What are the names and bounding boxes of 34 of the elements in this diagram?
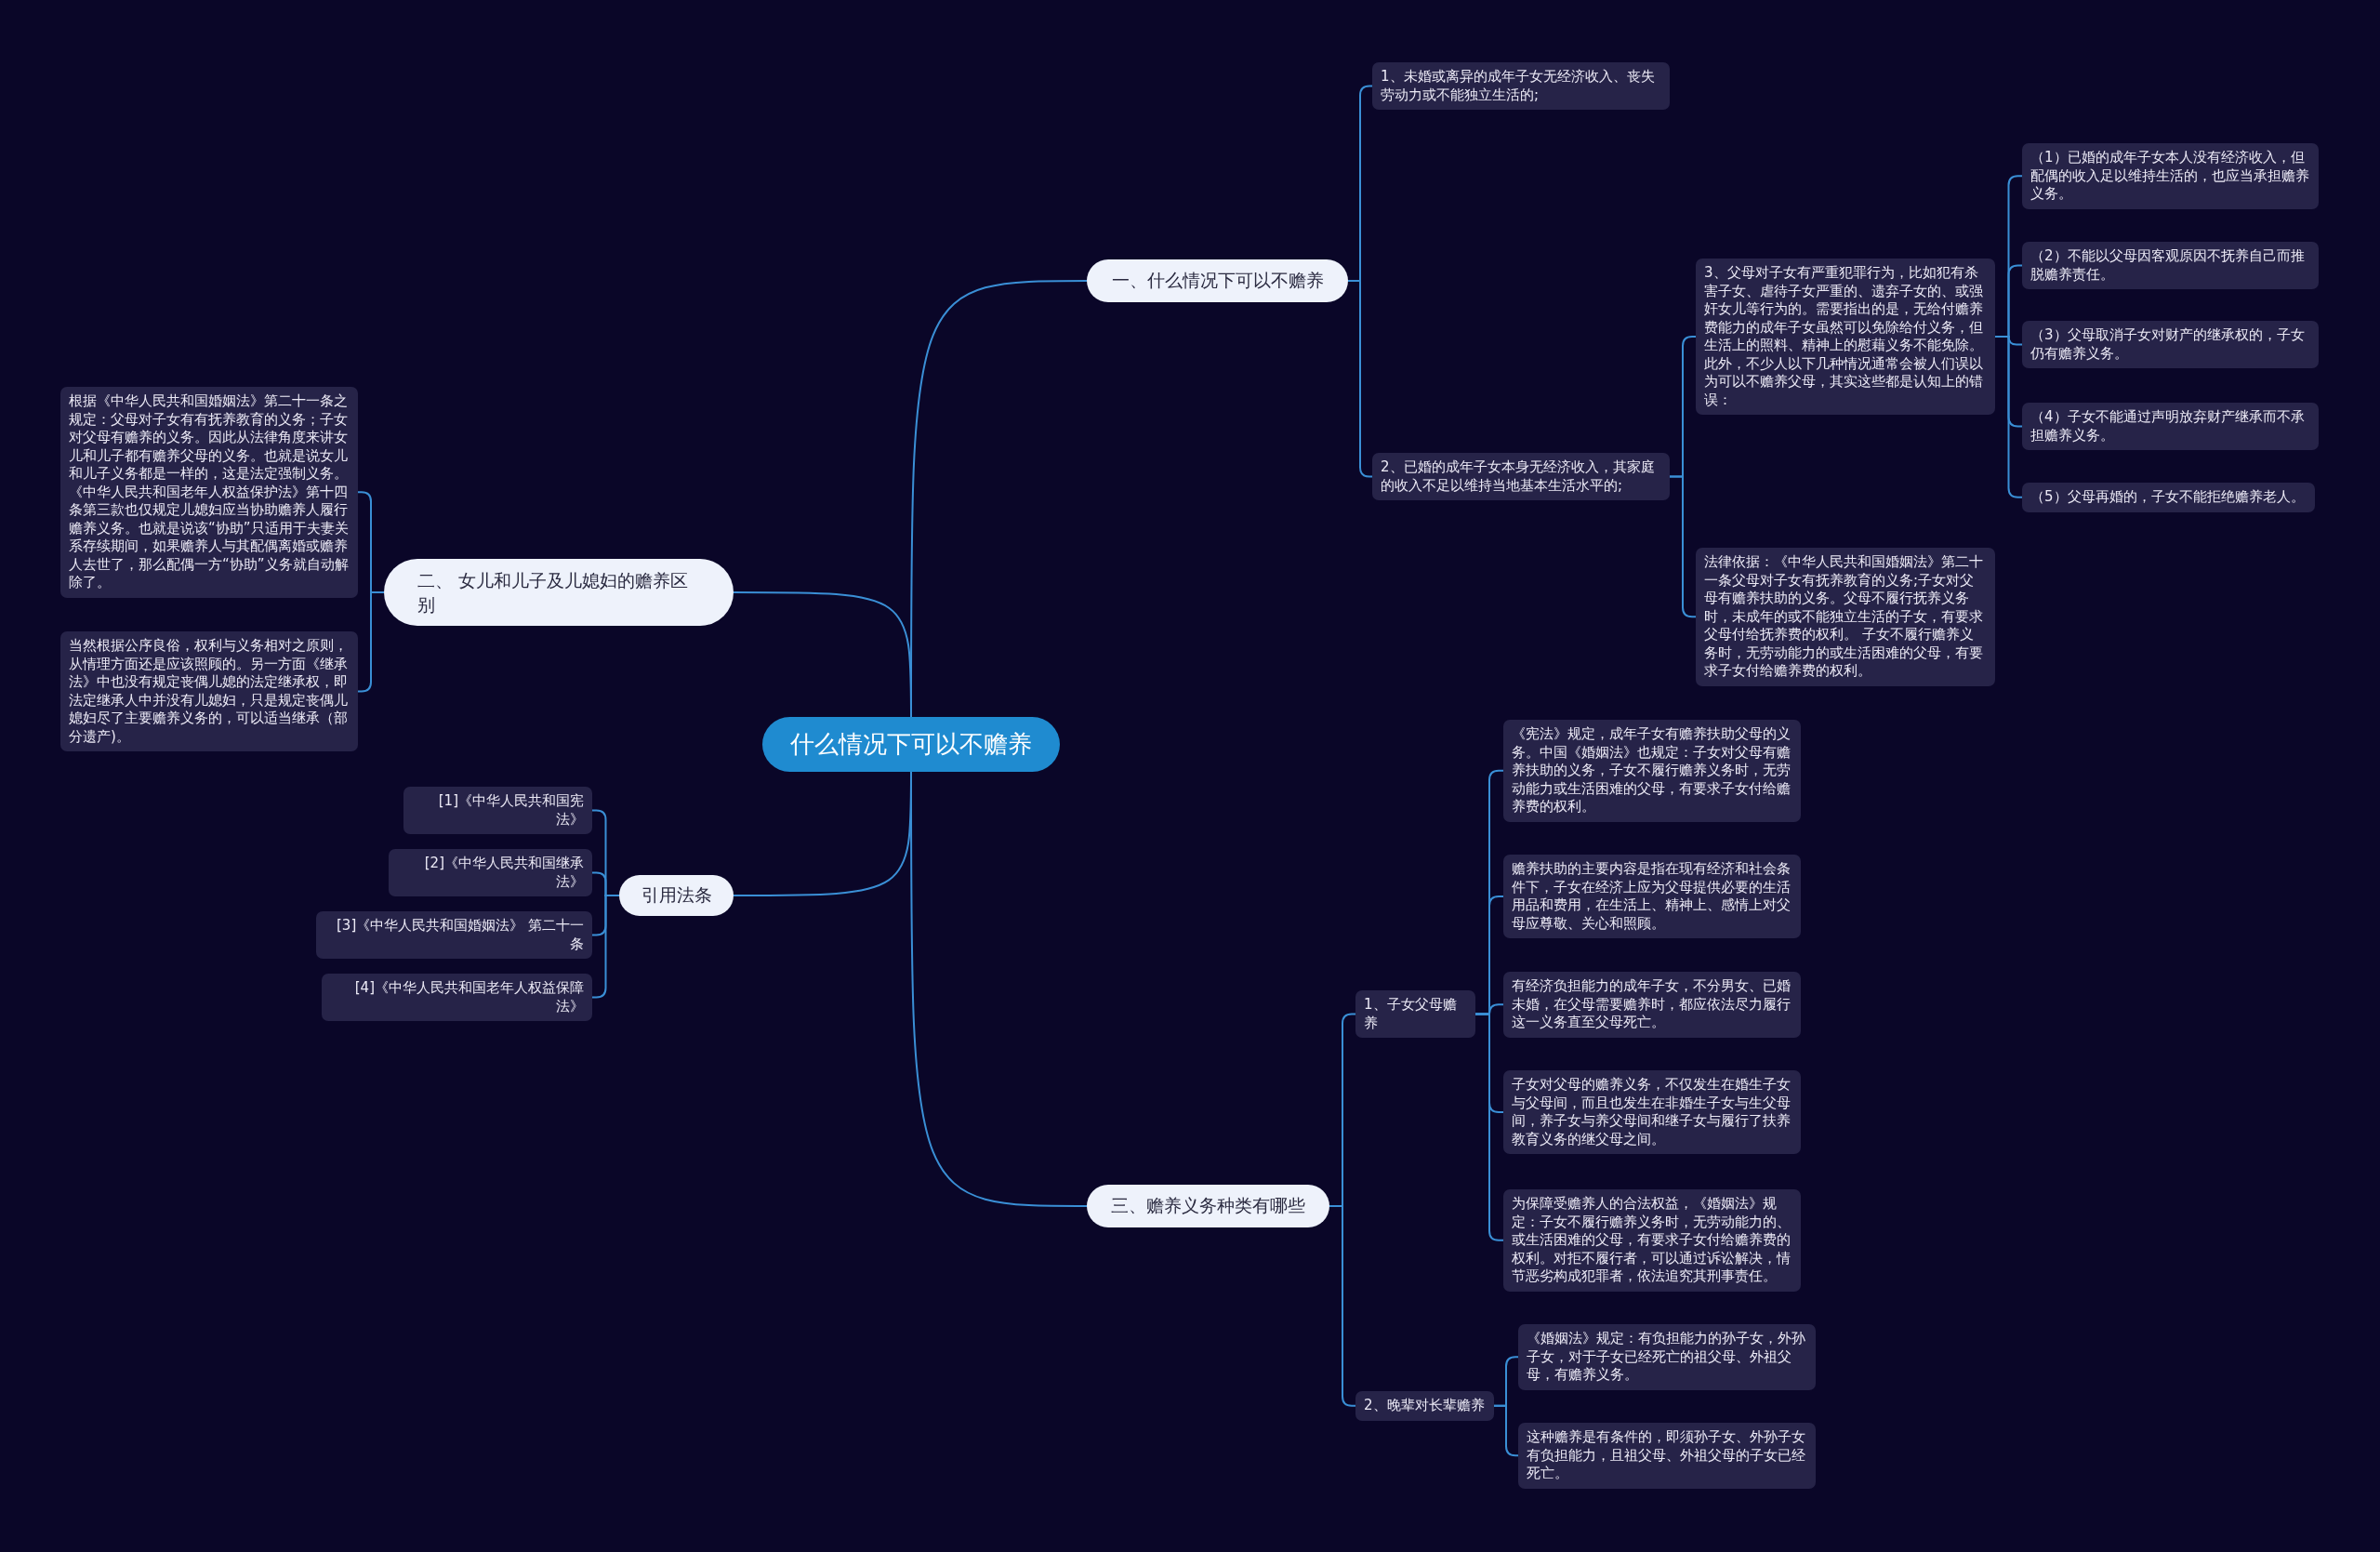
text-card: 法律依据：《中华人民共和国婚姻法》第二十一条父母对子女有抚养教育的义务;子女对父母有赡养扶助的义务。父母不履行抚养义务时，未成年的或不能独立生活的子女，有要求父母付给抚养费的权利。 子女不履行赡养义务时，无劳动能力的或生活困难的父母，有要求子女付给赡养费的权利。 [1696,548,1995,686]
connector [733,591,912,718]
connector [1347,280,1373,478]
text-card: （3）父母取消子女对财产的继承权的，子女仍有赡养义务。 [2022,321,2319,368]
topic-pill: 一、什么情况下可以不赡养 [1087,259,1348,302]
reference-card: [4]《中华人民共和国老年人权益保障法》 [322,974,592,1021]
text-card: 有经济负担能力的成年子女，不分男女、已婚未婚，在父母需要赡养时，都应依法尽力履行这一义务直至父母死亡。 [1503,972,1801,1038]
subtopic-card: 2、晚辈对长辈赡养 [1355,1391,1494,1421]
text-card: 2、已婚的成年子女本身无经济收入，其家庭的收入不足以维持当地基本生活水平的; [1372,453,1670,500]
text-card: 《婚姻法》规定：有负担能力的孙子女，外孙子女，对于子女已经死亡的祖父母、外祖父母，有赡养义务。 [1518,1324,1816,1390]
reference-card: [2]《中华人民共和国继承法》 [389,849,592,896]
connector [1994,336,2023,498]
text-card: （5）父母再婚的，子女不能拒绝赡养老人。 [2022,483,2315,512]
text-card: （2）不能以父母因客观原因不抚养自己而推脱赡养责任。 [2022,242,2319,289]
text-card: 子女对父母的赡养义务，不仅发生在婚生子女与父母间，而且也发生在非婚生子女与生父母间，养子女与养父母间和继子女与履行了扶养教育义务的继父母之间。 [1503,1070,1801,1154]
connector [1493,1404,1519,1457]
central-topic: 什么情况下可以不赡养 [762,717,1060,772]
text-card: 根据《中华人民共和国婚姻法》第二十一条之规定：父母对子女有有抚养教育的义务；子女对父母有赡养的义务。因此从法律角度来讲女儿和儿子都有赡养父母的义务。也就是说女儿和儿子义务都是一样的，这是法定强制义务。《中华人民共和国老年人权益保护法》第十四条第三款也仅规定儿媳妇应当协助赡养人履行赡养义务。也就是说该“协助”只适用于夫妻关系存续期间，如果赡养人与其配偶离婚或赡养人去世了，那么配偶一方“协助”义务就自动解除了。 [60,387,358,598]
topic-pill: 引用法条 [619,875,734,916]
subtopic-card: 1、子女父母赡养 [1355,990,1475,1038]
text-card: 1、未婚或离异的成年子女无经济收入、丧失劳动力或不能独立生活的; [1372,62,1670,110]
text-card: （4）子女不能通过声明放弃财产继承而不承担赡养义务。 [2022,403,2319,450]
text-card: 赡养扶助的主要内容是指在现有经济和社会条件下，子女在经济上应为父母提供必要的生活用品和费用，在生活上、精神上、感情上对父母应尊敬、关心和照顾。 [1503,855,1801,938]
text-card: （1）已婚的成年子女本人没有经济收入，但配偶的收入足以维持生活的，也应当承担赡养义务。 [2022,143,2319,209]
text-card: 这种赡养是有条件的，即须孙子女、外孙子女有负担能力，且祖父母、外祖父母的子女已经死亡。 [1518,1423,1816,1489]
reference-card: [3]《中华人民共和国婚姻法》 第二十一条 [316,911,592,959]
text-card: 为保障受赡养人的合法权益，《婚姻法》规定：子女不履行赡养义务时，无劳动能力的、或生活困难的父母，有要求子女付给赡养费的权利。对拒不履行者，可以通过诉讼解决，情节恶劣构成犯罪者，依法追究其刑事责任。 [1503,1189,1801,1292]
text-card: 《宪法》规定，成年子女有赡养扶助父母的义务。中国《婚姻法》也规定：子女对父母有赡养扶助的义务，子女不履行赡养义务时，无劳动能力或生活困难的父母，有要求子女付给赡养费的权利。 [1503,720,1801,822]
text-card: 3、父母对子女有严重犯罪行为，比如犯有杀害子女、虐待子女严重的、遗弃子女的、或强奸女儿等行为的。需要指出的是，无给付赡养费能力的成年子女虽然可以免除给付义务，但生活上的照料、精神上的慰藉义务不能免除。此外，不少人以下几种情况通常会被人们误以为可以不赡养父母，其实这些都是认知上的错误： [1696,259,1995,415]
topic-pill: 三、赡养义务种类有哪些 [1087,1185,1329,1227]
text-card: 当然根据公序良俗，权利与义务相对之原则，从情理方面还是应该照顾的。另一方面《继承法》中也没有规定丧偶儿媳的法定继承权，即法定继承人中并没有儿媳妇，只是规定丧偶儿媳妇尽了主要赡养义务的，可以适当继承（部分遗产)。 [60,631,358,751]
topic-pill: 二、 女儿和儿子及儿媳妇的赡养区别 [384,559,734,626]
connector [1669,475,1697,618]
reference-card: [1]《中华人民共和国宪法》 [403,787,592,834]
